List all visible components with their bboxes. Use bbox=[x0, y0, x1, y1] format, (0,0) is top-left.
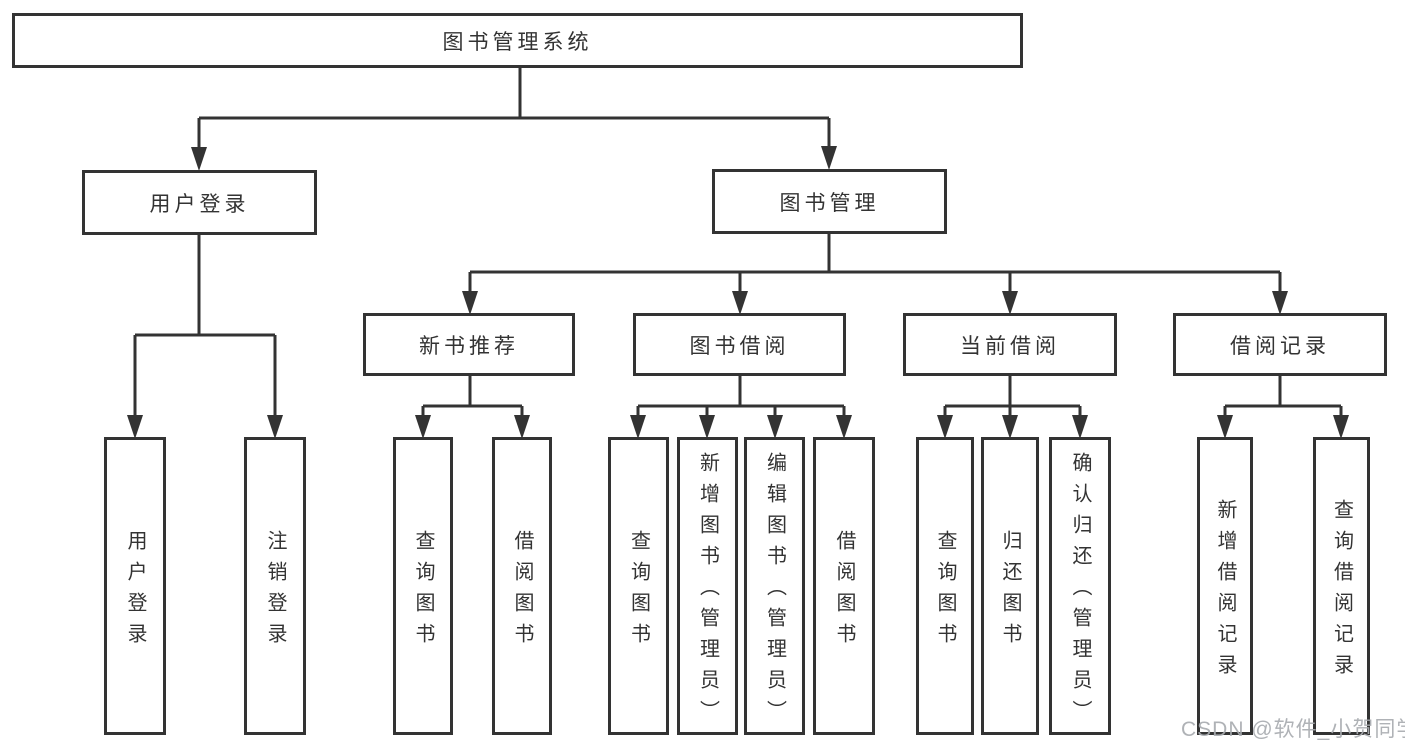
node-label: 确认归还（管理员） bbox=[1069, 452, 1091, 731]
node-user-login-branch: 用户登录 bbox=[82, 170, 317, 235]
node-current-borrowing: 当前借阅 bbox=[903, 313, 1117, 376]
arrow-down-icon bbox=[1072, 415, 1088, 439]
arrow-down-icon bbox=[1272, 291, 1288, 315]
leaf-return-books: 归还图书 bbox=[981, 437, 1039, 735]
node-label: 借阅图书 bbox=[833, 529, 855, 654]
node-book-management-branch: 图书管理 bbox=[712, 169, 947, 234]
node-label: 图书管理系统 bbox=[442, 30, 593, 54]
node-label: 借阅图书 bbox=[511, 529, 533, 654]
leaf-query-borrow-record: 查询借阅记录 bbox=[1313, 437, 1370, 735]
arrow-down-icon bbox=[514, 415, 530, 439]
leaf-edit-books-admin: 编辑图书（管理员） bbox=[744, 437, 805, 735]
arrow-down-icon bbox=[1333, 415, 1349, 439]
arrow-down-icon bbox=[821, 146, 837, 170]
node-label: 查询图书 bbox=[412, 529, 434, 654]
leaf-add-books-admin: 新增图书（管理员） bbox=[677, 437, 738, 735]
node-label: 图书管理 bbox=[779, 191, 880, 215]
node-label: 归还图书 bbox=[999, 529, 1021, 654]
node-label: 图书借阅 bbox=[689, 334, 790, 358]
node-book-borrowing: 图书借阅 bbox=[633, 313, 846, 376]
leaf-add-borrow-record: 新增借阅记录 bbox=[1197, 437, 1253, 735]
arrow-down-icon bbox=[937, 415, 953, 439]
leaf-user-login: 用户登录 bbox=[104, 437, 166, 735]
arrow-down-icon bbox=[462, 291, 478, 315]
node-label: 新增借阅记录 bbox=[1214, 498, 1236, 685]
node-label: 注销登录 bbox=[264, 529, 286, 654]
arrow-down-icon bbox=[732, 291, 748, 315]
node-label: 编辑图书（管理员） bbox=[763, 452, 786, 731]
arrow-down-icon bbox=[767, 415, 783, 439]
node-library-management-system: 图书管理系统 bbox=[12, 13, 1023, 68]
leaf-query-books-2: 查询图书 bbox=[608, 437, 669, 735]
leaf-query-books-3: 查询图书 bbox=[916, 437, 974, 735]
arrow-down-icon bbox=[127, 415, 143, 439]
arrow-down-icon bbox=[1002, 291, 1018, 315]
leaf-borrow-books-1: 借阅图书 bbox=[492, 437, 552, 735]
leaf-borrow-books-2: 借阅图书 bbox=[813, 437, 875, 735]
node-label: 新书推荐 bbox=[419, 334, 519, 358]
arrow-down-icons bbox=[127, 146, 1349, 439]
leaf-logout: 注销登录 bbox=[244, 437, 306, 735]
leaf-confirm-return-admin: 确认归还（管理员） bbox=[1049, 437, 1111, 735]
arrow-down-icon bbox=[1002, 415, 1018, 439]
arrow-down-icon bbox=[191, 147, 207, 171]
node-label: 用户登录 bbox=[149, 192, 250, 216]
node-label: 新增图书（管理员） bbox=[696, 452, 719, 731]
arrow-down-icon bbox=[699, 415, 715, 439]
node-label: 查询图书 bbox=[934, 529, 956, 654]
connector-lines bbox=[133, 68, 1343, 419]
leaf-query-books-1: 查询图书 bbox=[393, 437, 453, 735]
node-label: 用户登录 bbox=[124, 529, 146, 654]
arrow-down-icon bbox=[1217, 415, 1233, 439]
node-label: 当前借阅 bbox=[960, 334, 1060, 358]
arrow-down-icon bbox=[836, 415, 852, 439]
node-label: 查询借阅记录 bbox=[1330, 498, 1353, 685]
node-label: 借阅记录 bbox=[1230, 334, 1330, 358]
node-label: 查询图书 bbox=[627, 529, 650, 654]
csdn-watermark: CSDN @软件_小贺同学 bbox=[1181, 718, 1405, 741]
node-new-book-recommendation: 新书推荐 bbox=[363, 313, 575, 376]
node-borrowing-records: 借阅记录 bbox=[1173, 313, 1387, 376]
arrow-down-icon bbox=[267, 415, 283, 439]
arrow-down-icon bbox=[415, 415, 431, 439]
arrow-down-icon bbox=[630, 415, 646, 439]
